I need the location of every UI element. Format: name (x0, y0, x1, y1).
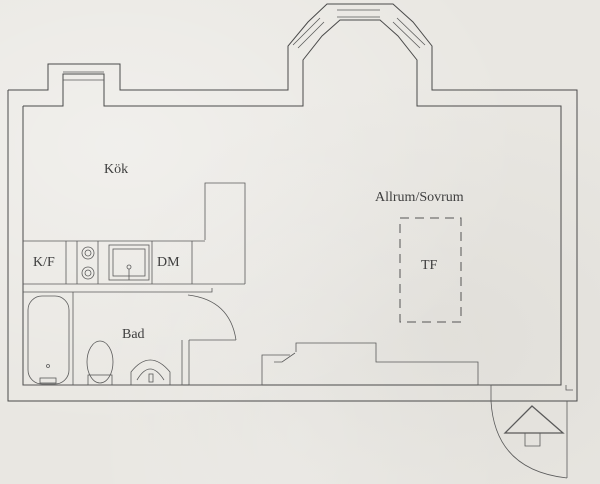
fixture-label-fridge-freezer: K/F (33, 255, 55, 270)
hallway-walls (261, 342, 573, 401)
room-label-living: Allrum/Sovrum (375, 190, 464, 205)
top-left-window (63, 71, 104, 81)
kitchen-cabinet-block (23, 182, 246, 285)
sink-icon (108, 244, 150, 281)
washbasin-icon (130, 359, 171, 385)
toilet-icon (86, 340, 114, 386)
fixture-label-wardrobe: TF (421, 258, 438, 273)
stove-icon (81, 246, 95, 280)
fixture-label-dishwasher: DM (157, 255, 180, 270)
room-label-kitchen: Kök (104, 162, 129, 177)
entrance-door (490, 400, 568, 479)
outer-walls (7, 3, 578, 402)
entrance-arrow-icon (503, 405, 565, 447)
bay-window (292, 9, 426, 49)
bathtub-icon (27, 295, 70, 385)
room-label-bathroom: Bad (122, 327, 145, 342)
wardrobe-outline (399, 217, 462, 323)
